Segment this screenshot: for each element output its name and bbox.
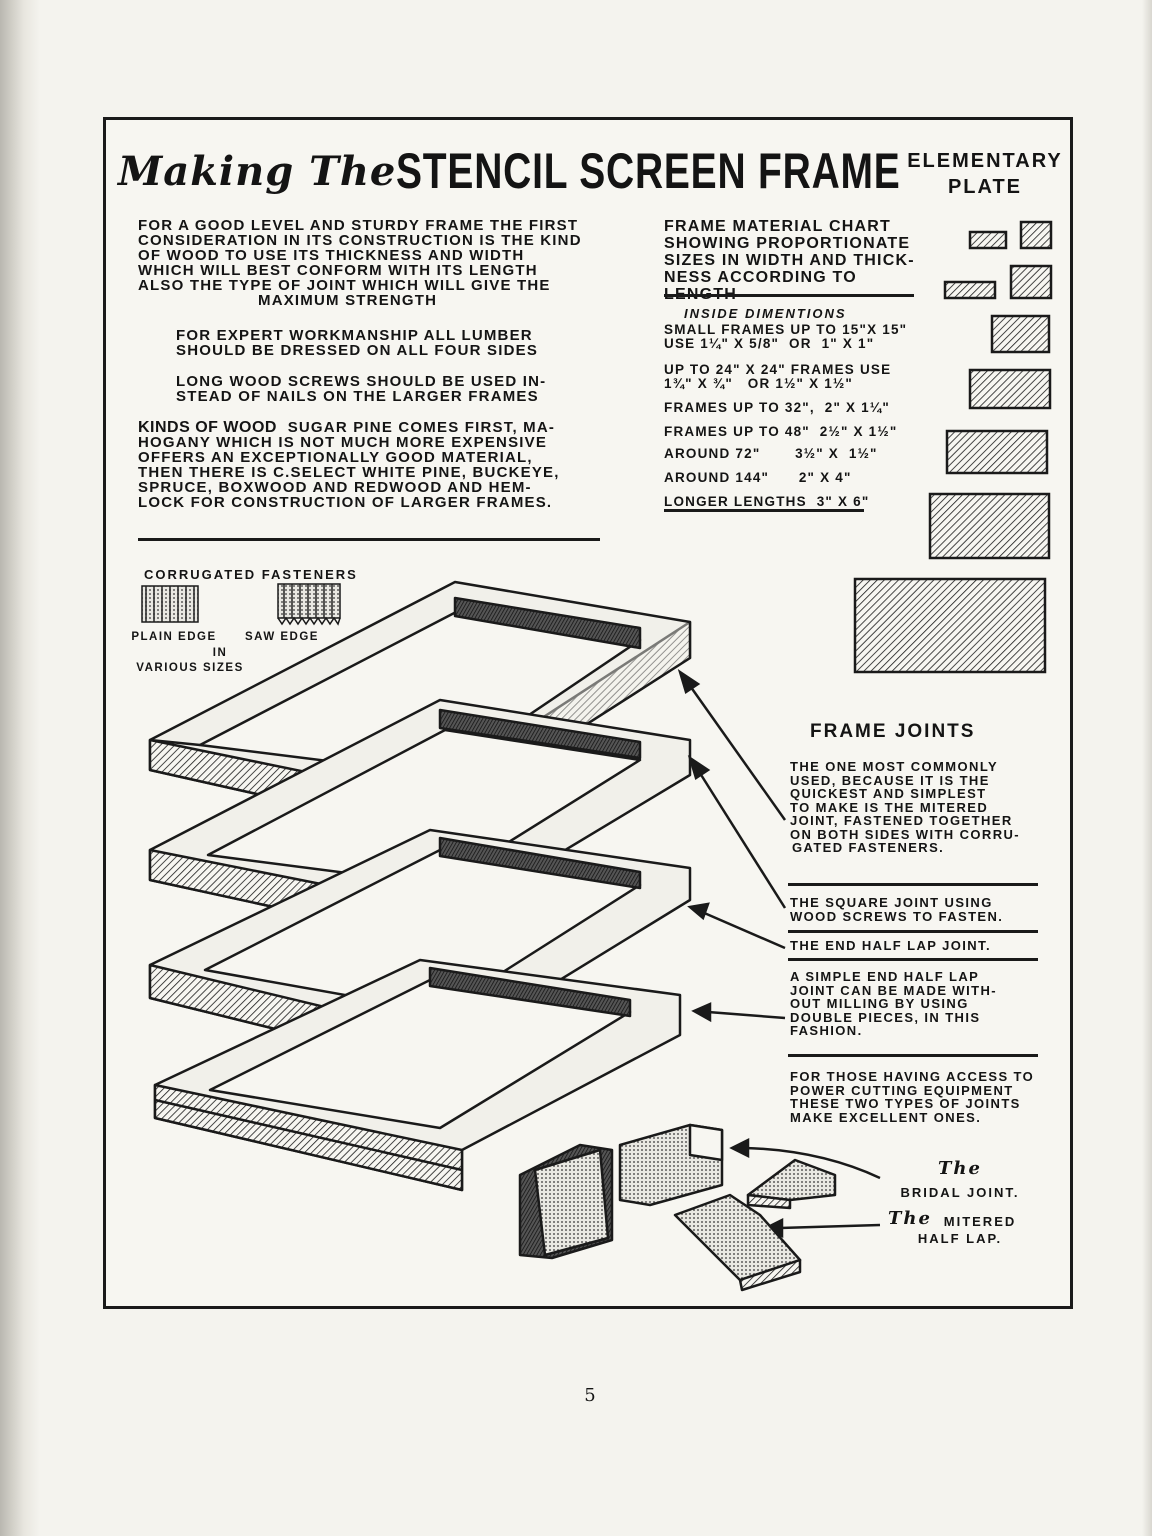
joint-line: POWER CUTTING EQUIPMENT (790, 1084, 1040, 1098)
kinds-line: THEN THERE IS C.SELECT WHITE PINE, BUCKE… (138, 465, 608, 480)
title-main: STENCIL SCREEN FRAME (396, 142, 901, 200)
chart-row: UP TO 24" x 24" FRAMES USE (664, 362, 891, 377)
intro-line: STEAD OF NAILS ON THE LARGER FRAMES (138, 389, 608, 404)
kinds-line: SPRUCE, BOXWOOD and REDWOOD and HEM- (138, 480, 608, 495)
saw-edge-label: SAW EDGE (232, 630, 332, 644)
intro-line: FOR EXPERT WORKMANSHIP ALL LUMBER (138, 328, 608, 343)
joint-line: FOR THOSE HAVING ACCESS TO (790, 1070, 1040, 1084)
kinds-of-wood: KINDS OF WOOD SUGAR PINE COMES FIRST, MA… (138, 420, 608, 510)
joint-line: WOOD SCREWS TO FASTEN. (790, 910, 1040, 924)
intro-line: FOR A GOOD LEVEL and STURDY FRAME the FI… (138, 218, 608, 233)
swatch-1 (970, 232, 1006, 248)
chart-rule (664, 509, 864, 512)
intro-line: LONG WOOD SCREWS SHOULD BE USED IN- (138, 374, 608, 389)
intro-line: MAXIMUM STRENGTH (138, 293, 608, 308)
joint-line: DOUBLE PIECES, IN THIS (790, 1011, 1040, 1025)
swatch-6 (970, 370, 1050, 408)
kinds-line: OFFERS AN EXCEPTIONALLY GOOD MATERIAL, (138, 450, 608, 465)
joint-pieces (520, 1125, 835, 1290)
swatch-7 (947, 431, 1047, 473)
joint-line: ON BOTH SIDES WITH CORRU- (790, 828, 1040, 842)
kinds-line: LOCK FOR CONSTRUCTION of LARGER FRAMES. (138, 495, 608, 510)
in-label: IN (190, 646, 250, 660)
swatch-5 (992, 316, 1049, 352)
chart-row: SMALL FRAMES UP TO 15"x 15" (664, 322, 907, 337)
chart-heading-line: FRAME MATERIAL CHART (664, 218, 934, 235)
page-number: 5 (560, 1385, 620, 1406)
chart-row: AROUND 144" 2" x 4" (664, 470, 852, 485)
intro-text: FOR A GOOD LEVEL and STURDY FRAME the FI… (138, 218, 608, 404)
plain-edge-label: PLAIN EDGE (124, 630, 224, 644)
joint-line: FASHION. (790, 1024, 1040, 1038)
joint-line: TO MAKE IS THE MITERED (790, 801, 1040, 815)
mitered-joint-text: THE ONE MOST COMMONLY USED, BECAUSE IT I… (790, 760, 1040, 855)
intro-rule (138, 538, 600, 541)
swatch-4 (1011, 266, 1051, 298)
chart-heading-line: SIZES in WIDTH and THICK- (664, 252, 934, 269)
mitered-half-label-2: HALF LAP. (885, 1230, 1035, 1248)
joint-line: OUT MILLING BY USING (790, 997, 1040, 1011)
joint-rule (788, 1054, 1038, 1057)
joint-rule (788, 930, 1038, 933)
joint-line: JOINT CAN BE MADE WITH- (790, 984, 1040, 998)
intro-line: WHICH WILL BEST CONFORM WITH ITS LENGTH (138, 263, 608, 278)
plate-title: Making The STENCIL SCREEN FRAME ELEMENTA… (110, 140, 1070, 210)
corrugated-fastener-saw (278, 584, 340, 624)
chart-heading-line: NESS ACCORDING to LENGTH (664, 269, 934, 303)
joint-line: MAKE EXCELLENT ONES. (790, 1111, 1040, 1125)
chart-row: FRAMES UP TO 48" 2½" x 1½" (664, 424, 897, 439)
swatch-3 (945, 282, 995, 298)
joint-line: A SIMPLE END HALF LAP (790, 970, 1040, 984)
intro-line: CONSIDERATION IN ITS CONSTRUCTION IS the… (138, 233, 608, 248)
title-sub: ELEMENTARY PLATE (905, 148, 1065, 200)
chart-row: FRAMES UP TO 32", 2" x 1¼" (664, 400, 890, 415)
chart-row: 1¾" x ¾" OR 1½" x 1½" (664, 376, 853, 391)
swatch-2 (1021, 222, 1051, 248)
frame-joints-heading: FRAME JOINTS (810, 724, 975, 739)
intro-line: OF WOOD TO USE ITS THICKNESS and WIDTH (138, 248, 608, 263)
chart-row: LONGER LENGTHS 3" x 6" (664, 494, 869, 509)
intro-line: also THE TYPE OF JOINT WHICH WILL GIVE T… (138, 278, 608, 293)
swatch-8 (930, 494, 1049, 558)
joint-line: THE SQUARE JOINT USING (790, 896, 1040, 910)
fasteners-heading: CORRUGATED FASTENERS (144, 567, 358, 582)
title-script: Making The (118, 148, 396, 195)
various-sizes-label: VARIOUS SIZES (130, 661, 250, 675)
bridal-prefix: The (870, 1160, 1050, 1178)
corrugated-fastener-plain (142, 586, 198, 622)
joint-line: GATED FASTENERS. (790, 841, 1040, 855)
mitered-half-label-1: MITERED (930, 1213, 1030, 1231)
simple-lap-text: A SIMPLE END HALF LAP JOINT CAN BE MADE … (790, 970, 1040, 1038)
end-half-lap-text: THE END HALF LAP JOINT. (790, 939, 1040, 953)
joint-line: QUICKEST AND SIMPLEST (790, 787, 1040, 801)
joint-line: THESE TWO TYPES OF JOINTS (790, 1097, 1040, 1111)
chart-heading: FRAME MATERIAL CHART SHOWING PROPORTIONA… (664, 218, 934, 303)
joint-rule (788, 958, 1038, 961)
chart-row: USE 1¼" x 5/8" OR 1" x 1" (664, 336, 874, 351)
kinds-line: HOGANY WHICH IS NOT MUCH MORE EXPENSIVE (138, 435, 608, 450)
bridal-joint-label: BRIDAL JOINT. (870, 1184, 1050, 1202)
title-sub-line-2: PLATE (905, 174, 1065, 200)
joint-rule (788, 883, 1038, 886)
intro-line: SHOULD BE DRESSED ON ALL FOUR SIDES (138, 343, 608, 358)
chart-row: AROUND 72" 3½" x 1½" (664, 446, 878, 461)
chart-heading-line: SHOWING PROPORTIONATE (664, 235, 934, 252)
chart-subheading: INSIDE DIMENTIONS (684, 306, 847, 321)
swatch-9 (855, 579, 1045, 672)
title-sub-line-1: ELEMENTARY (905, 148, 1065, 174)
power-equipment-text: FOR THOSE HAVING ACCESS TO POWER CUTTING… (790, 1070, 1040, 1124)
joint-line: THE ONE MOST COMMONLY (790, 760, 1040, 774)
chart-heading-rule (664, 294, 914, 297)
joint-line: JOINT, FASTENED TOGETHER (790, 814, 1040, 828)
square-joint-text: THE SQUARE JOINT USING WOOD SCREWS TO FA… (790, 896, 1040, 923)
joint-line: USED, BECAUSE IT IS THE (790, 774, 1040, 788)
